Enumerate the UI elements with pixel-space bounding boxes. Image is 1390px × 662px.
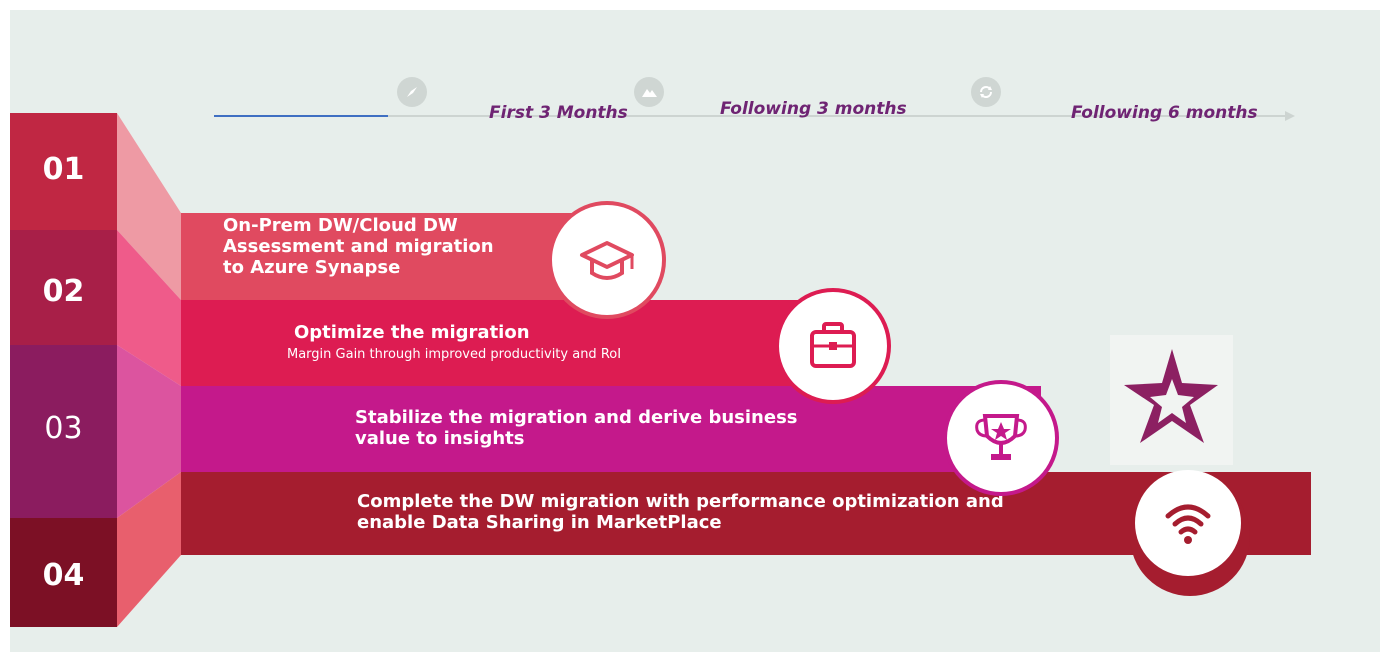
step-4-text: Complete the DW migration with performan…: [357, 491, 1004, 533]
compass-icon: [397, 77, 427, 107]
star-logo: [1110, 335, 1233, 465]
timeline-label-3: Following 6 months: [1071, 103, 1258, 123]
mountain-icon: [634, 77, 664, 107]
step-1-line-2: Assessment and migration: [223, 236, 494, 257]
step-4-line-2: enable Data Sharing in MarketPlace: [357, 512, 722, 533]
step-1-line-3: to Azure Synapse: [223, 257, 401, 278]
step-2-subtitle: Margin Gain through improved productivit…: [287, 347, 622, 362]
timeline-axis: [214, 111, 1295, 121]
step-number-02: 02: [42, 274, 85, 309]
timeline-label-2: Following 3 months: [720, 99, 907, 119]
step-3-line-2: value to insights: [355, 428, 525, 449]
roadmap-diagram: First 3 Months Following 3 months Follow…: [10, 10, 1380, 652]
timeline-label-1: First 3 Months: [489, 103, 628, 123]
step-1-text: On-Prem DW/Cloud DW Assessment and migra…: [223, 215, 494, 278]
wifi-icon: [1135, 470, 1241, 576]
step-4-line-1: Complete the DW migration with performan…: [357, 491, 1004, 512]
step-shapes: [10, 113, 1311, 627]
graduation-cap-icon: [552, 205, 662, 315]
step-number-04: 04: [42, 558, 85, 593]
step-3-line-1: Stabilize the migration and derive busin…: [355, 407, 798, 428]
trophy-icon: [947, 384, 1055, 492]
step-1-line-1: On-Prem DW/Cloud DW: [223, 215, 458, 236]
refresh-icon: [971, 77, 1001, 107]
step-number-01: 01: [42, 152, 85, 187]
step-2-title: Optimize the migration: [294, 322, 530, 343]
step-number-03: 03: [44, 411, 83, 446]
step-3-text: Stabilize the migration and derive busin…: [355, 407, 798, 449]
briefcase-icon: [779, 292, 887, 400]
